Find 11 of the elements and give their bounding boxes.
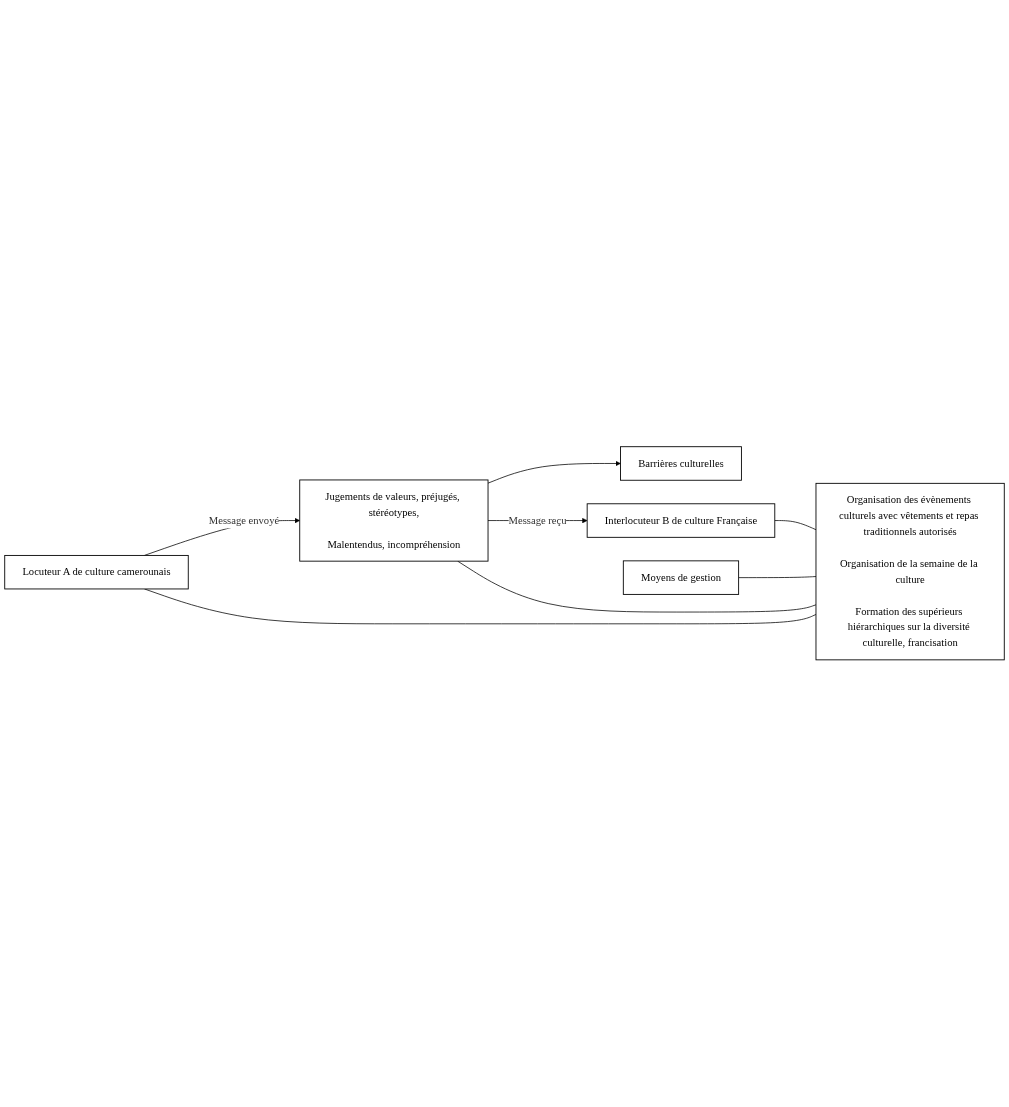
node-box: Organisation des évènements culturels avec vêtements et repas traditionnels autorisés Organisation de la semaine de la culture Formation des supérieurs hiérarchiques sur la diversité culturelle, francisation [815, 483, 1005, 661]
node-box: Locuteur A de culture camerounais [4, 555, 189, 590]
connector [738, 576, 817, 579]
node-box: Moyens de gestion [622, 560, 740, 596]
node-box: Jugements de valeurs, préjugés, stéréotypes, Malentendus, incompréhension [299, 479, 489, 562]
edge-label: Message reçu [508, 514, 567, 527]
node-box: Barrières culturelles [620, 446, 742, 481]
connector [774, 520, 817, 531]
edge-label: Message envoyé [208, 514, 280, 527]
connector [457, 561, 817, 613]
node-box: Interlocuteur B de culture Française [586, 503, 776, 538]
